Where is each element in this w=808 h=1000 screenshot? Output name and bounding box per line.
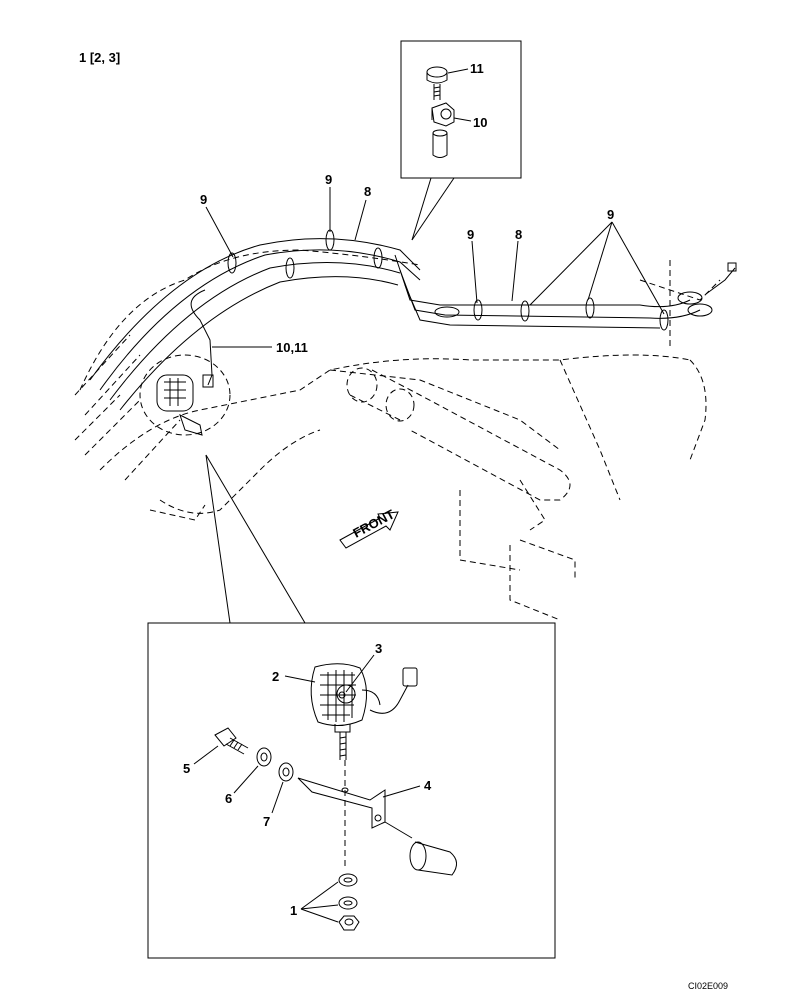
callout-9-far-right: 9 <box>607 207 614 222</box>
bracket-part <box>297 760 457 876</box>
callout-8-left: 8 <box>364 184 371 199</box>
callout-1: 1 <box>290 903 297 918</box>
bolt-part <box>426 66 448 100</box>
callout-10: 10 <box>473 115 487 130</box>
callout-2: 2 <box>272 669 279 684</box>
spring-washer-part <box>256 747 272 767</box>
callout-9-left: 9 <box>200 192 207 207</box>
bolt-5-part <box>214 727 249 755</box>
callout-labels: 11 10 9 9 8 9 8 9 10,11 3 2 5 4 6 7 1 <box>183 61 614 918</box>
callout-8-right: 8 <box>515 227 522 242</box>
spacer-part <box>432 129 448 158</box>
sheet-reference: 1 [2, 3] <box>79 50 121 65</box>
callout-9-right: 9 <box>467 227 474 242</box>
washer-part <box>278 762 294 782</box>
boom-outline <box>74 249 721 621</box>
callout-6: 6 <box>225 791 232 806</box>
drawing-code: CI02E009 <box>688 981 729 991</box>
clamp-part <box>431 102 455 127</box>
work-light-mounted <box>139 354 231 436</box>
callout-4: 4 <box>424 778 432 793</box>
front-direction-arrow: FRONT <box>339 506 399 549</box>
front-label: FRONT <box>350 506 397 540</box>
callout-10-11: 10,11 <box>276 340 308 355</box>
clamp-detail-box <box>400 40 522 241</box>
callout-3: 3 <box>375 641 382 656</box>
nut-washer-set-part <box>338 873 360 931</box>
callout-7: 7 <box>263 814 270 829</box>
hydraulic-hoses <box>89 229 737 411</box>
callout-5: 5 <box>183 761 190 776</box>
work-lamp-part <box>310 663 418 760</box>
callout-9-middle: 9 <box>325 172 332 187</box>
light-detail-box <box>147 454 556 959</box>
leader-lines <box>193 187 665 923</box>
callout-11: 11 <box>470 61 484 76</box>
